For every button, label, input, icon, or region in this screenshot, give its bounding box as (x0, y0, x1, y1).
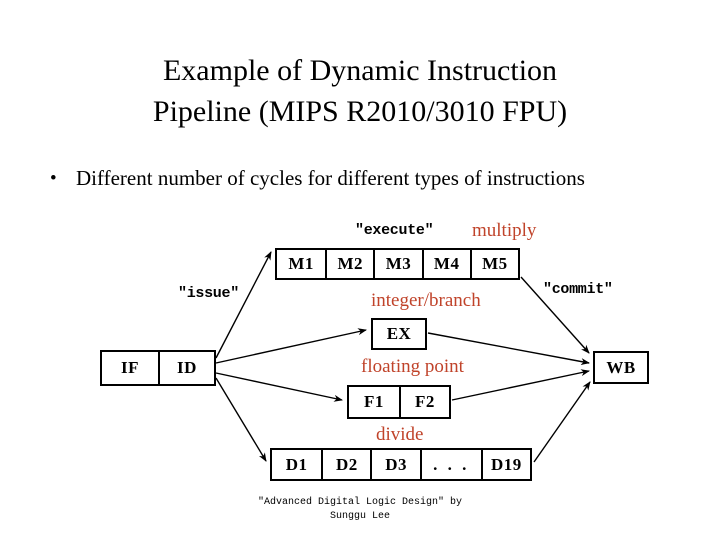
stage-row-writeback: WB (593, 351, 649, 384)
stage-cell-m4: M4 (421, 250, 470, 278)
unit-label-floating-point: floating point (361, 356, 464, 377)
stage-cell-wb: WB (595, 353, 647, 382)
stage-cell-d3: D3 (370, 450, 420, 479)
stage-row-multiply: M1 M2 M3 M4 M5 (275, 248, 520, 280)
stage-cell-f1: F1 (349, 387, 399, 417)
stage-cell-d1: D1 (272, 450, 322, 479)
stage-label-execute: "execute" (355, 222, 434, 239)
stage-row-fetch-decode: IF ID (100, 350, 216, 386)
stage-cell-m1: M1 (277, 250, 326, 278)
stage-cell-m3: M3 (373, 250, 422, 278)
stage-cell-id: ID (157, 352, 214, 384)
bullet-marker: • (50, 168, 57, 189)
stage-cell-ex: EX (373, 320, 425, 348)
arrow-id-to-ex (215, 328, 367, 364)
stage-cell-d19: D19 (480, 450, 531, 479)
stage-cell-ellipsis: . . . (419, 450, 481, 479)
arrow-id-to-f1 (215, 372, 343, 402)
stage-row-integer: EX (371, 318, 427, 350)
bullet-text: Different number of cycles for different… (76, 166, 585, 190)
page-title: Example of Dynamic Instruction Pipeline … (152, 54, 568, 128)
slide-footer: "Advanced Digital Logic Design" by Sungg… (257, 497, 463, 522)
stage-cell-d2: D2 (321, 450, 371, 479)
unit-label-divide: divide (376, 424, 424, 445)
unit-label-multiply: multiply (472, 220, 537, 241)
arrow-id-to-m1 (215, 251, 272, 359)
bullet-list: • Different number of cycles for differe… (50, 163, 670, 194)
arrow-d19-to-wb (533, 381, 591, 463)
stage-label-commit: "commit" (543, 281, 613, 298)
stage-label-issue: "issue" (178, 285, 239, 302)
stage-row-divide: D1 D2 D3 . . . D19 (270, 448, 532, 481)
stage-row-floating: F1 F2 (347, 385, 451, 419)
stage-cell-m2: M2 (325, 250, 374, 278)
arrow-id-to-d1 (215, 377, 267, 462)
stage-cell-if: IF (102, 352, 158, 384)
list-item: • Different number of cycles for differe… (50, 163, 670, 194)
stage-cell-m5: M5 (469, 250, 518, 278)
stage-cell-f2: F2 (398, 387, 449, 417)
unit-label-integer-branch: integer/branch (371, 290, 481, 311)
arrow-f2-to-wb (451, 369, 590, 401)
